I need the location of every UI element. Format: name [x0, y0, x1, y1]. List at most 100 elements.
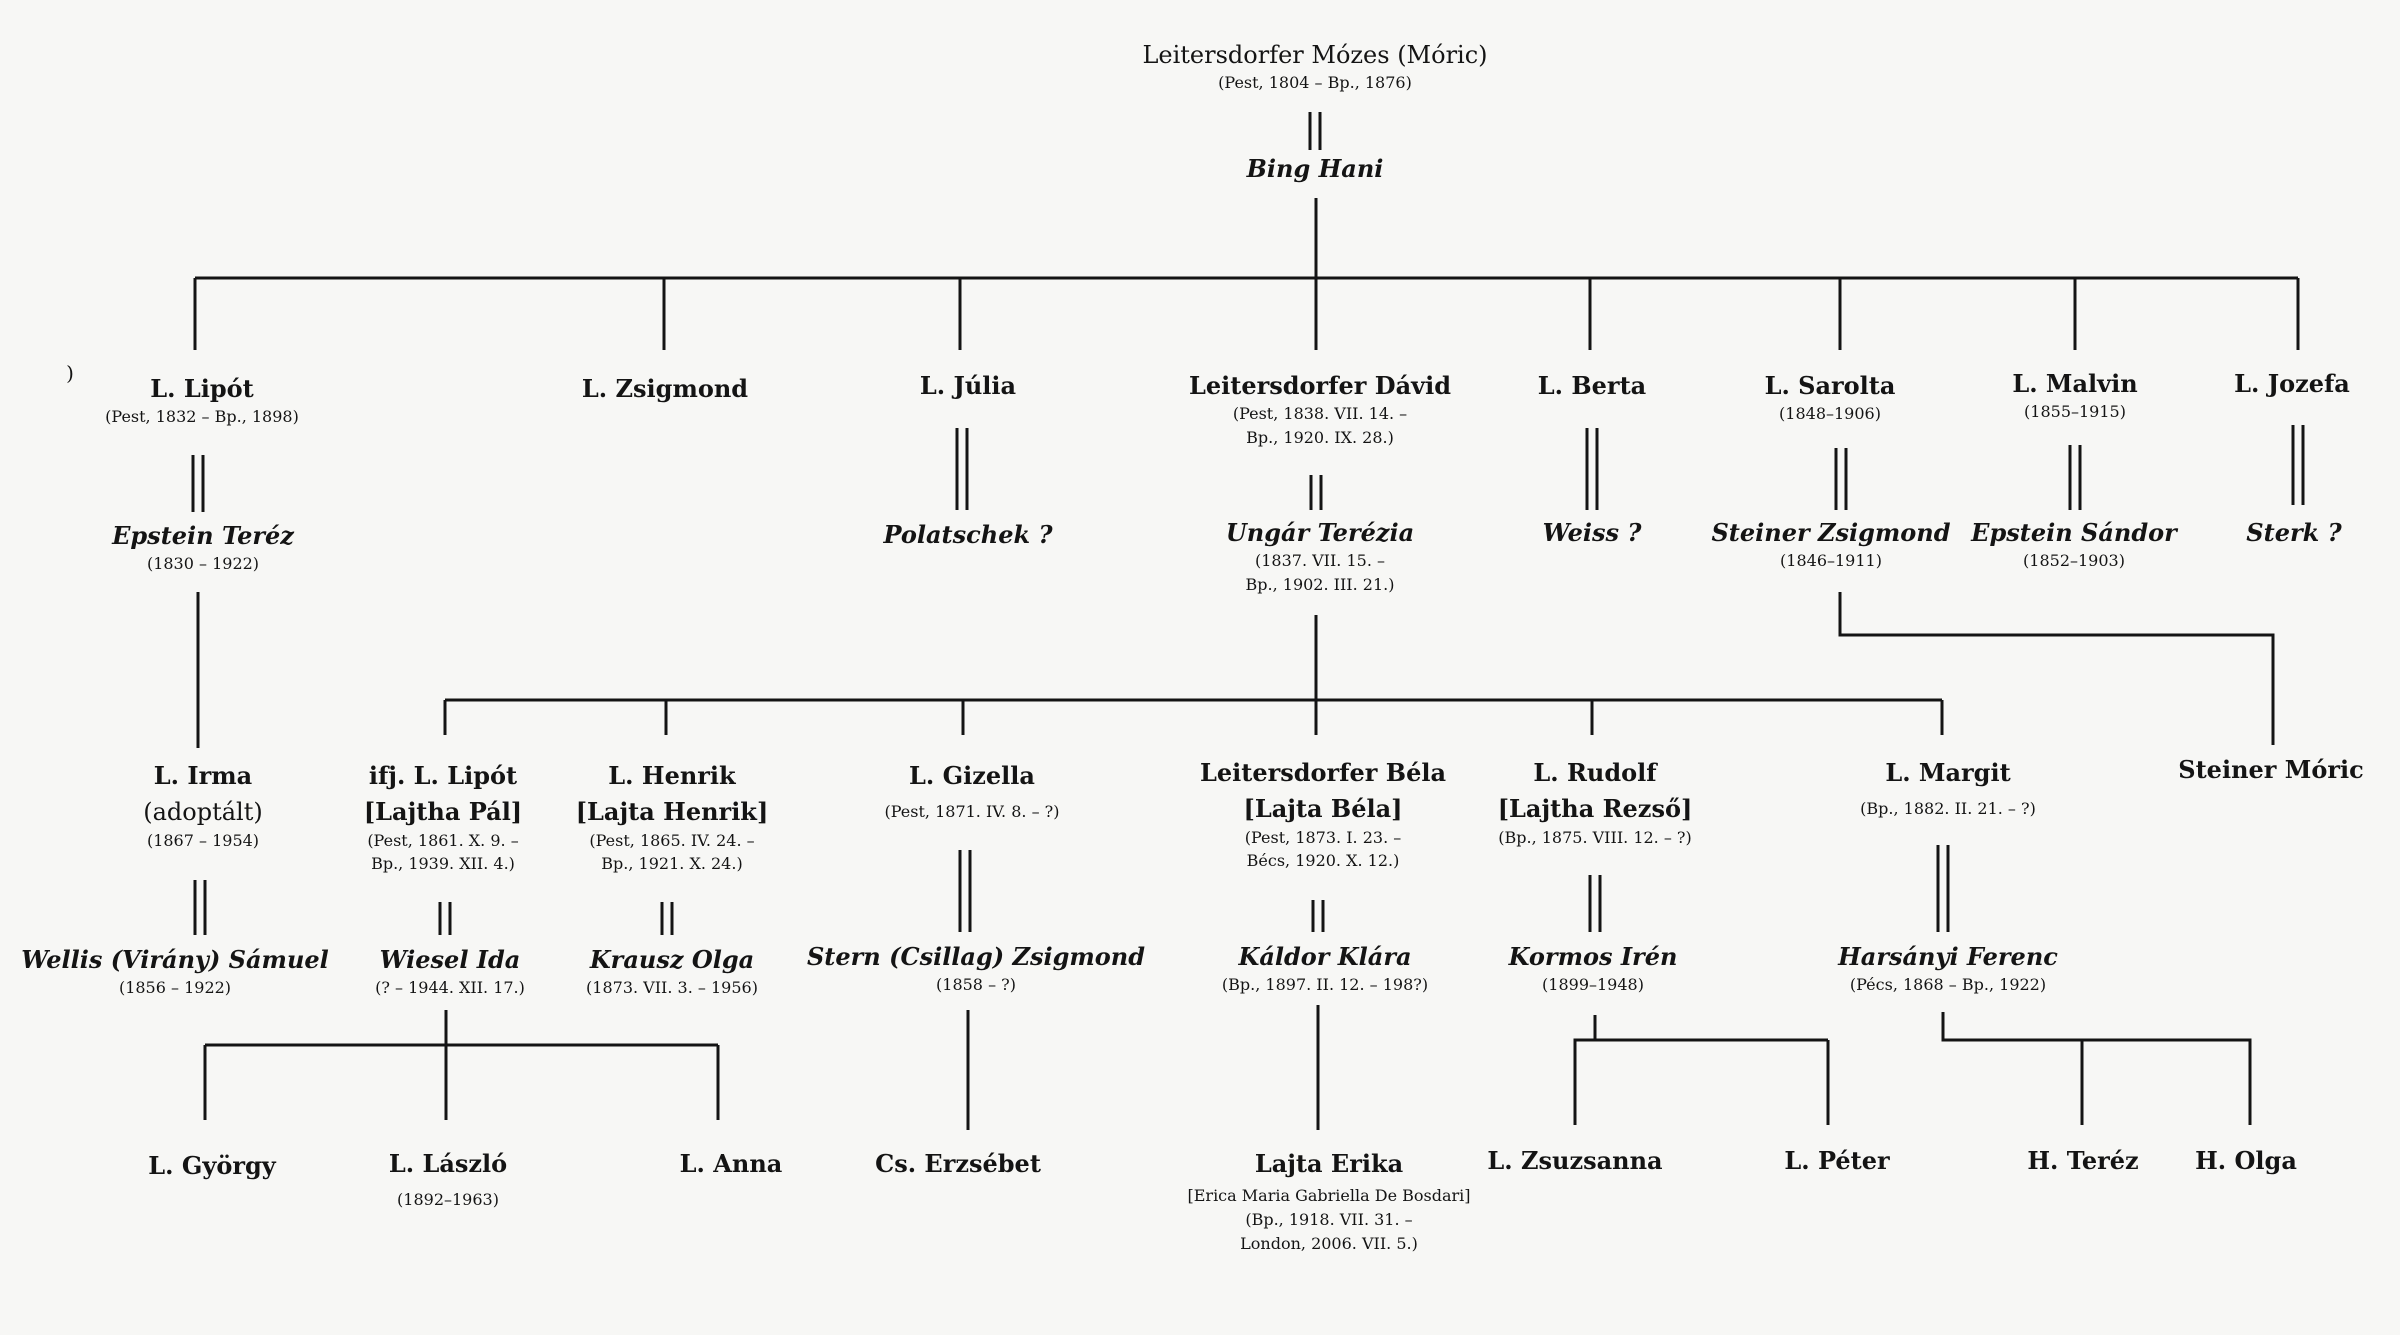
person-berta: L. Berta	[1537, 371, 1647, 400]
spouse-name: Epstein Sándor	[1971, 518, 2177, 547]
person-anna: L. Anna	[679, 1149, 783, 1178]
spouse-kormos: Kormos Irén (1899–1948)	[1508, 942, 1678, 995]
spouse-wiesel: Wiesel Ida (? – 1944. XII. 17.)	[375, 945, 525, 998]
spouse-dates: (1830 – 1922)	[146, 554, 260, 574]
person-name: L. Malvin	[2012, 369, 2138, 398]
person-laszlo: L. László (1892–1963)	[388, 1149, 508, 1210]
person-name: L. Rudolf	[1533, 758, 1657, 787]
person-terez-h: H. Teréz	[2027, 1146, 2139, 1175]
person-erika: Lajta Erika [Erica Maria Gabriella De Bo…	[1187, 1149, 1470, 1252]
person-name: Lajta Erika	[1254, 1149, 1404, 1178]
spouse-sterk: Sterk ?	[2246, 519, 2341, 546]
person-lipot: L. Lipót (Pest, 1832 – Bp., 1898)	[105, 374, 299, 427]
spouse-bing: Bing Hani	[1246, 154, 1384, 183]
person-dates: (1848–1906)	[1779, 404, 1881, 424]
person-dates: (Bp., 1918. VII. 31. –	[1245, 1209, 1413, 1229]
spouse-name: Krausz Olga	[589, 945, 755, 974]
spouse-epstein-terez: Epstein Teréz (1830 – 1922)	[112, 521, 294, 574]
person-dates: (1867 – 1954)	[146, 830, 260, 850]
spouse-wellis: Wellis (Virány) Sámuel (1856 – 1922)	[21, 945, 329, 998]
person-irma: L. Irma (adoptált) (1867 – 1954)	[143, 762, 263, 850]
person-david: Leitersdorfer Dávid (Pest, 1838. VII. 14…	[1188, 371, 1452, 447]
person-name: L. László	[388, 1149, 508, 1178]
person-bela: Leitersdorfer Béla [Lajta Béla] (Pest, 1…	[1200, 759, 1446, 871]
spouse-name: Wellis (Virány) Sámuel	[21, 945, 329, 974]
spouse-name: Káldor Klára	[1238, 942, 1412, 971]
person-name: L. Péter	[1784, 1146, 1890, 1175]
person-alias: [Lajta Henrik]	[575, 797, 769, 827]
spouse-polatschek: Polatschek ?	[883, 520, 1053, 549]
spouse-name: Epstein Teréz	[112, 521, 294, 550]
spouse-harsanyi: Harsányi Ferenc (Pécs, 1868 – Bp., 1922)	[1838, 942, 2058, 995]
spouse-steiner-zsigmond: Steiner Zsigmond (1846–1911)	[1711, 518, 1951, 571]
descent-line	[1838, 592, 2275, 745]
spouse-ungar: Ungár Terézia (1837. VII. 15. – Bp., 190…	[1226, 519, 1414, 594]
person-dates: (Pest, 1804 – Bp., 1876)	[1218, 73, 1412, 93]
person-dates: (Pest, 1871. IV. 8. – ?)	[884, 802, 1060, 822]
spouse-dates: (1873. VII. 3. – 1956)	[586, 978, 758, 998]
spouse-dates: (Bp., 1897. II. 12. – 198?)	[1221, 975, 1429, 995]
spouse-name: Bing Hani	[1246, 154, 1384, 183]
person-name: L. Jozefa	[2234, 369, 2350, 398]
person-dates: (1892–1963)	[397, 1190, 499, 1210]
person-dates: (1855–1915)	[2024, 402, 2126, 422]
person-henrik: L. Henrik [Lajta Henrik] (Pest, 1865. IV…	[575, 761, 769, 874]
spouse-name: Steiner Zsigmond	[1711, 518, 1951, 547]
person-name: L. Júlia	[919, 371, 1017, 400]
person-zsuzsanna: L. Zsuzsanna	[1487, 1146, 1663, 1175]
person-note: (adoptált)	[143, 798, 263, 827]
spouse-name: Kormos Irén	[1508, 942, 1678, 971]
tree-lines	[191, 112, 2305, 1130]
person-name: L. Lipót	[150, 374, 254, 403]
person-name: L. Anna	[679, 1149, 783, 1178]
spouse-dates: (1837. VII. 15. –	[1254, 551, 1386, 571]
spouse-name: Wiesel Ida	[379, 945, 521, 974]
person-name: L. Henrik	[608, 761, 736, 790]
person-name: H. Teréz	[2027, 1146, 2139, 1175]
person-dates: Bp., 1920. IX. 28.)	[1246, 427, 1394, 447]
person-erzsebet: Cs. Erzsébet	[875, 1149, 1041, 1178]
person-name: Cs. Erzsébet	[875, 1149, 1041, 1178]
person-dates: (Bp., 1882. II. 21. – ?)	[1860, 799, 2036, 819]
descent-line	[1941, 1012, 2252, 1125]
person-sarolta: L. Sarolta (1848–1906)	[1764, 371, 1896, 424]
spouse-dates: (? – 1944. XII. 17.)	[375, 978, 525, 998]
person-name: L. Margit	[1885, 758, 2011, 787]
person-dates: Bp., 1939. XII. 4.)	[371, 854, 515, 874]
person-dates: Bp., 1921. X. 24.)	[601, 854, 743, 874]
person-dates: (Pest, 1865. IV. 24. –	[589, 830, 755, 850]
person-dates: Bécs, 1920. X. 12.)	[1246, 851, 1400, 871]
spouse-dates: (1858 – ?)	[936, 975, 1016, 995]
person-alias: [Lajtha Rezső]	[1497, 794, 1693, 824]
person-julia: L. Júlia	[919, 371, 1017, 400]
person-margit: L. Margit (Bp., 1882. II. 21. – ?)	[1860, 758, 2036, 819]
descent-line	[1573, 1015, 1597, 1125]
person-jozefa: L. Jozefa	[2234, 369, 2350, 398]
person-dates: (Pest, 1832 – Bp., 1898)	[105, 407, 299, 427]
person-gizella: L. Gizella (Pest, 1871. IV. 8. – ?)	[884, 761, 1060, 822]
person-name: L. Zsuzsanna	[1487, 1146, 1663, 1175]
spouse-name: Stern (Csillag) Zsigmond	[806, 942, 1146, 971]
spouse-epstein-sandor: Epstein Sándor (1852–1903)	[1971, 518, 2177, 570]
person-alias: [Lajtha Pál]	[363, 797, 523, 827]
spouse-name: Polatschek ?	[883, 520, 1053, 549]
person-name: L. Gizella	[909, 761, 1035, 790]
person-peter: L. Péter	[1784, 1146, 1890, 1175]
person-malvin: L. Malvin (1855–1915)	[2012, 369, 2138, 422]
person-gyorgy: L. György	[148, 1152, 275, 1179]
spouse-name: Harsányi Ferenc	[1838, 942, 2058, 971]
person-dates: (Pest, 1838. VII. 14. –	[1232, 404, 1408, 424]
person-name: L. Sarolta	[1764, 371, 1896, 400]
spouse-dates: (1846–1911)	[1780, 551, 1882, 571]
person-name: Leitersdorfer Dávid	[1188, 371, 1452, 400]
person-mozes: Leitersdorfer Mózes (Móric) (Pest, 1804 …	[1142, 42, 1487, 92]
spouse-krausz: Krausz Olga (1873. VII. 3. – 1956)	[586, 945, 758, 998]
spouse-dates: (Pécs, 1868 – Bp., 1922)	[1849, 975, 2047, 995]
person-name: L. Berta	[1537, 371, 1647, 400]
person-name: L. Zsigmond	[581, 374, 749, 403]
spouse-dates: (1899–1948)	[1542, 975, 1644, 995]
person-dates: (Pest, 1873. I. 23. –	[1244, 827, 1402, 847]
spouse-dates: (1856 – 1922)	[118, 978, 232, 998]
spouse-name: Weiss ?	[1542, 518, 1642, 547]
